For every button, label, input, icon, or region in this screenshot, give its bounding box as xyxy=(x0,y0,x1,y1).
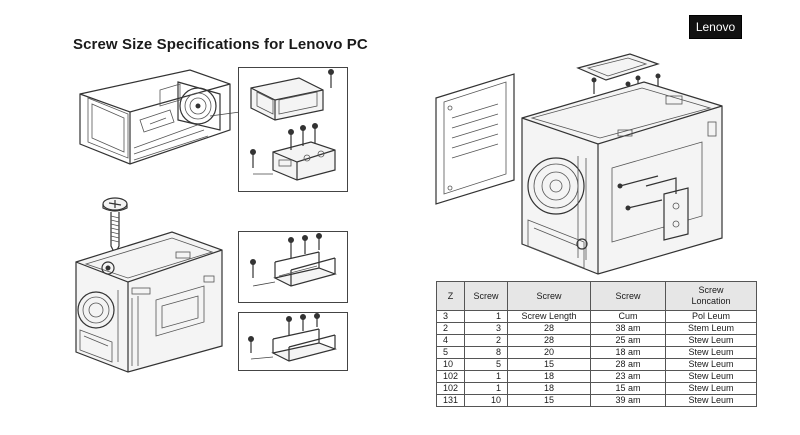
cell-z: 102 xyxy=(435,382,466,395)
cell-z: 3 xyxy=(435,310,466,323)
exploded-chassis-illustration xyxy=(435,53,723,275)
cell-screw: 1 xyxy=(464,382,509,395)
cell-screw: 1 xyxy=(464,310,509,323)
cell-z: 10 xyxy=(435,358,466,371)
cell-length: 15 xyxy=(507,358,592,371)
cell-length: 28 xyxy=(507,322,592,335)
col-header-screw: Screw xyxy=(464,281,509,311)
detail-panel-bracket-a xyxy=(238,231,348,303)
cell-size: 25 am xyxy=(590,334,667,347)
table-row: 102 1 18 23 am Stew Leum xyxy=(435,370,758,383)
cell-size: 39 am xyxy=(590,394,667,407)
cell-length: 28 xyxy=(507,334,592,347)
detail-panel-drive-tray xyxy=(238,67,348,192)
cell-screw: 5 xyxy=(464,358,509,371)
table-row: 3 1 Screw Length Cum Pol Leum xyxy=(435,310,758,323)
callout-line xyxy=(209,111,241,117)
cell-location: Stem Leum xyxy=(665,322,758,335)
cell-size: 18 am xyxy=(590,346,667,359)
cell-size: 23 am xyxy=(590,370,667,383)
screw-spec-table: Z Screw Screw Screw Screw Loncation 3 1 … xyxy=(435,281,758,407)
cell-screw: 1 xyxy=(464,370,509,383)
cell-length: Screw Length xyxy=(507,310,592,323)
table-row: 131 10 15 39 am Stew Leum xyxy=(435,394,758,407)
cell-location: Stew Leum xyxy=(665,394,758,407)
cell-screw: 8 xyxy=(464,346,509,359)
page-title: Screw Size Specifications for Lenovo PC xyxy=(73,36,368,53)
cell-length: 15 xyxy=(507,394,592,407)
cell-location: Stew Leum xyxy=(665,334,758,347)
cell-length: 18 xyxy=(507,382,592,395)
cell-screw: 2 xyxy=(464,334,509,347)
cell-length: 20 xyxy=(507,346,592,359)
col-header-z: Z xyxy=(435,281,466,311)
cell-z: 4 xyxy=(435,334,466,347)
table-header-row: Z Screw Screw Screw Screw Loncation xyxy=(435,281,758,311)
lenovo-logo: Lenovo xyxy=(689,15,742,39)
table-row: 4 2 28 25 am Stew Leum xyxy=(435,334,758,347)
detail-panel-bracket-b xyxy=(238,312,348,371)
cell-location: Stew Leum xyxy=(665,346,758,359)
col-header-screw-size: Screw xyxy=(590,281,667,311)
cell-z: 102 xyxy=(435,370,466,383)
cell-location: Stew Leum xyxy=(665,370,758,383)
table-row: 10 5 15 28 am Stew Leum xyxy=(435,358,758,371)
cell-screw: 10 xyxy=(464,394,509,407)
cell-size: Cum xyxy=(590,310,667,323)
cell-z: 131 xyxy=(435,394,466,407)
cell-length: 18 xyxy=(507,370,592,383)
col-header-screw-length: Screw xyxy=(507,281,592,311)
cell-size: 38 am xyxy=(590,322,667,335)
cell-location: Pol Leum xyxy=(665,310,758,323)
col-header-screw-location: Screw Loncation xyxy=(665,281,758,311)
cell-size: 28 am xyxy=(590,358,667,371)
closed-chassis-illustration xyxy=(75,231,223,373)
cell-z: 5 xyxy=(435,346,466,359)
cell-location: Stew Leum xyxy=(665,382,758,395)
table-row: 102 1 18 15 am Stew Leum xyxy=(435,382,758,395)
table-row: 5 8 20 18 am Stew Leum xyxy=(435,346,758,359)
table-row: 2 3 28 38 am Stem Leum xyxy=(435,322,758,335)
cell-location: Stew Leum xyxy=(665,358,758,371)
cell-size: 15 am xyxy=(590,382,667,395)
open-chassis-illustration xyxy=(79,69,231,165)
cell-z: 2 xyxy=(435,322,466,335)
cell-screw: 3 xyxy=(464,322,509,335)
